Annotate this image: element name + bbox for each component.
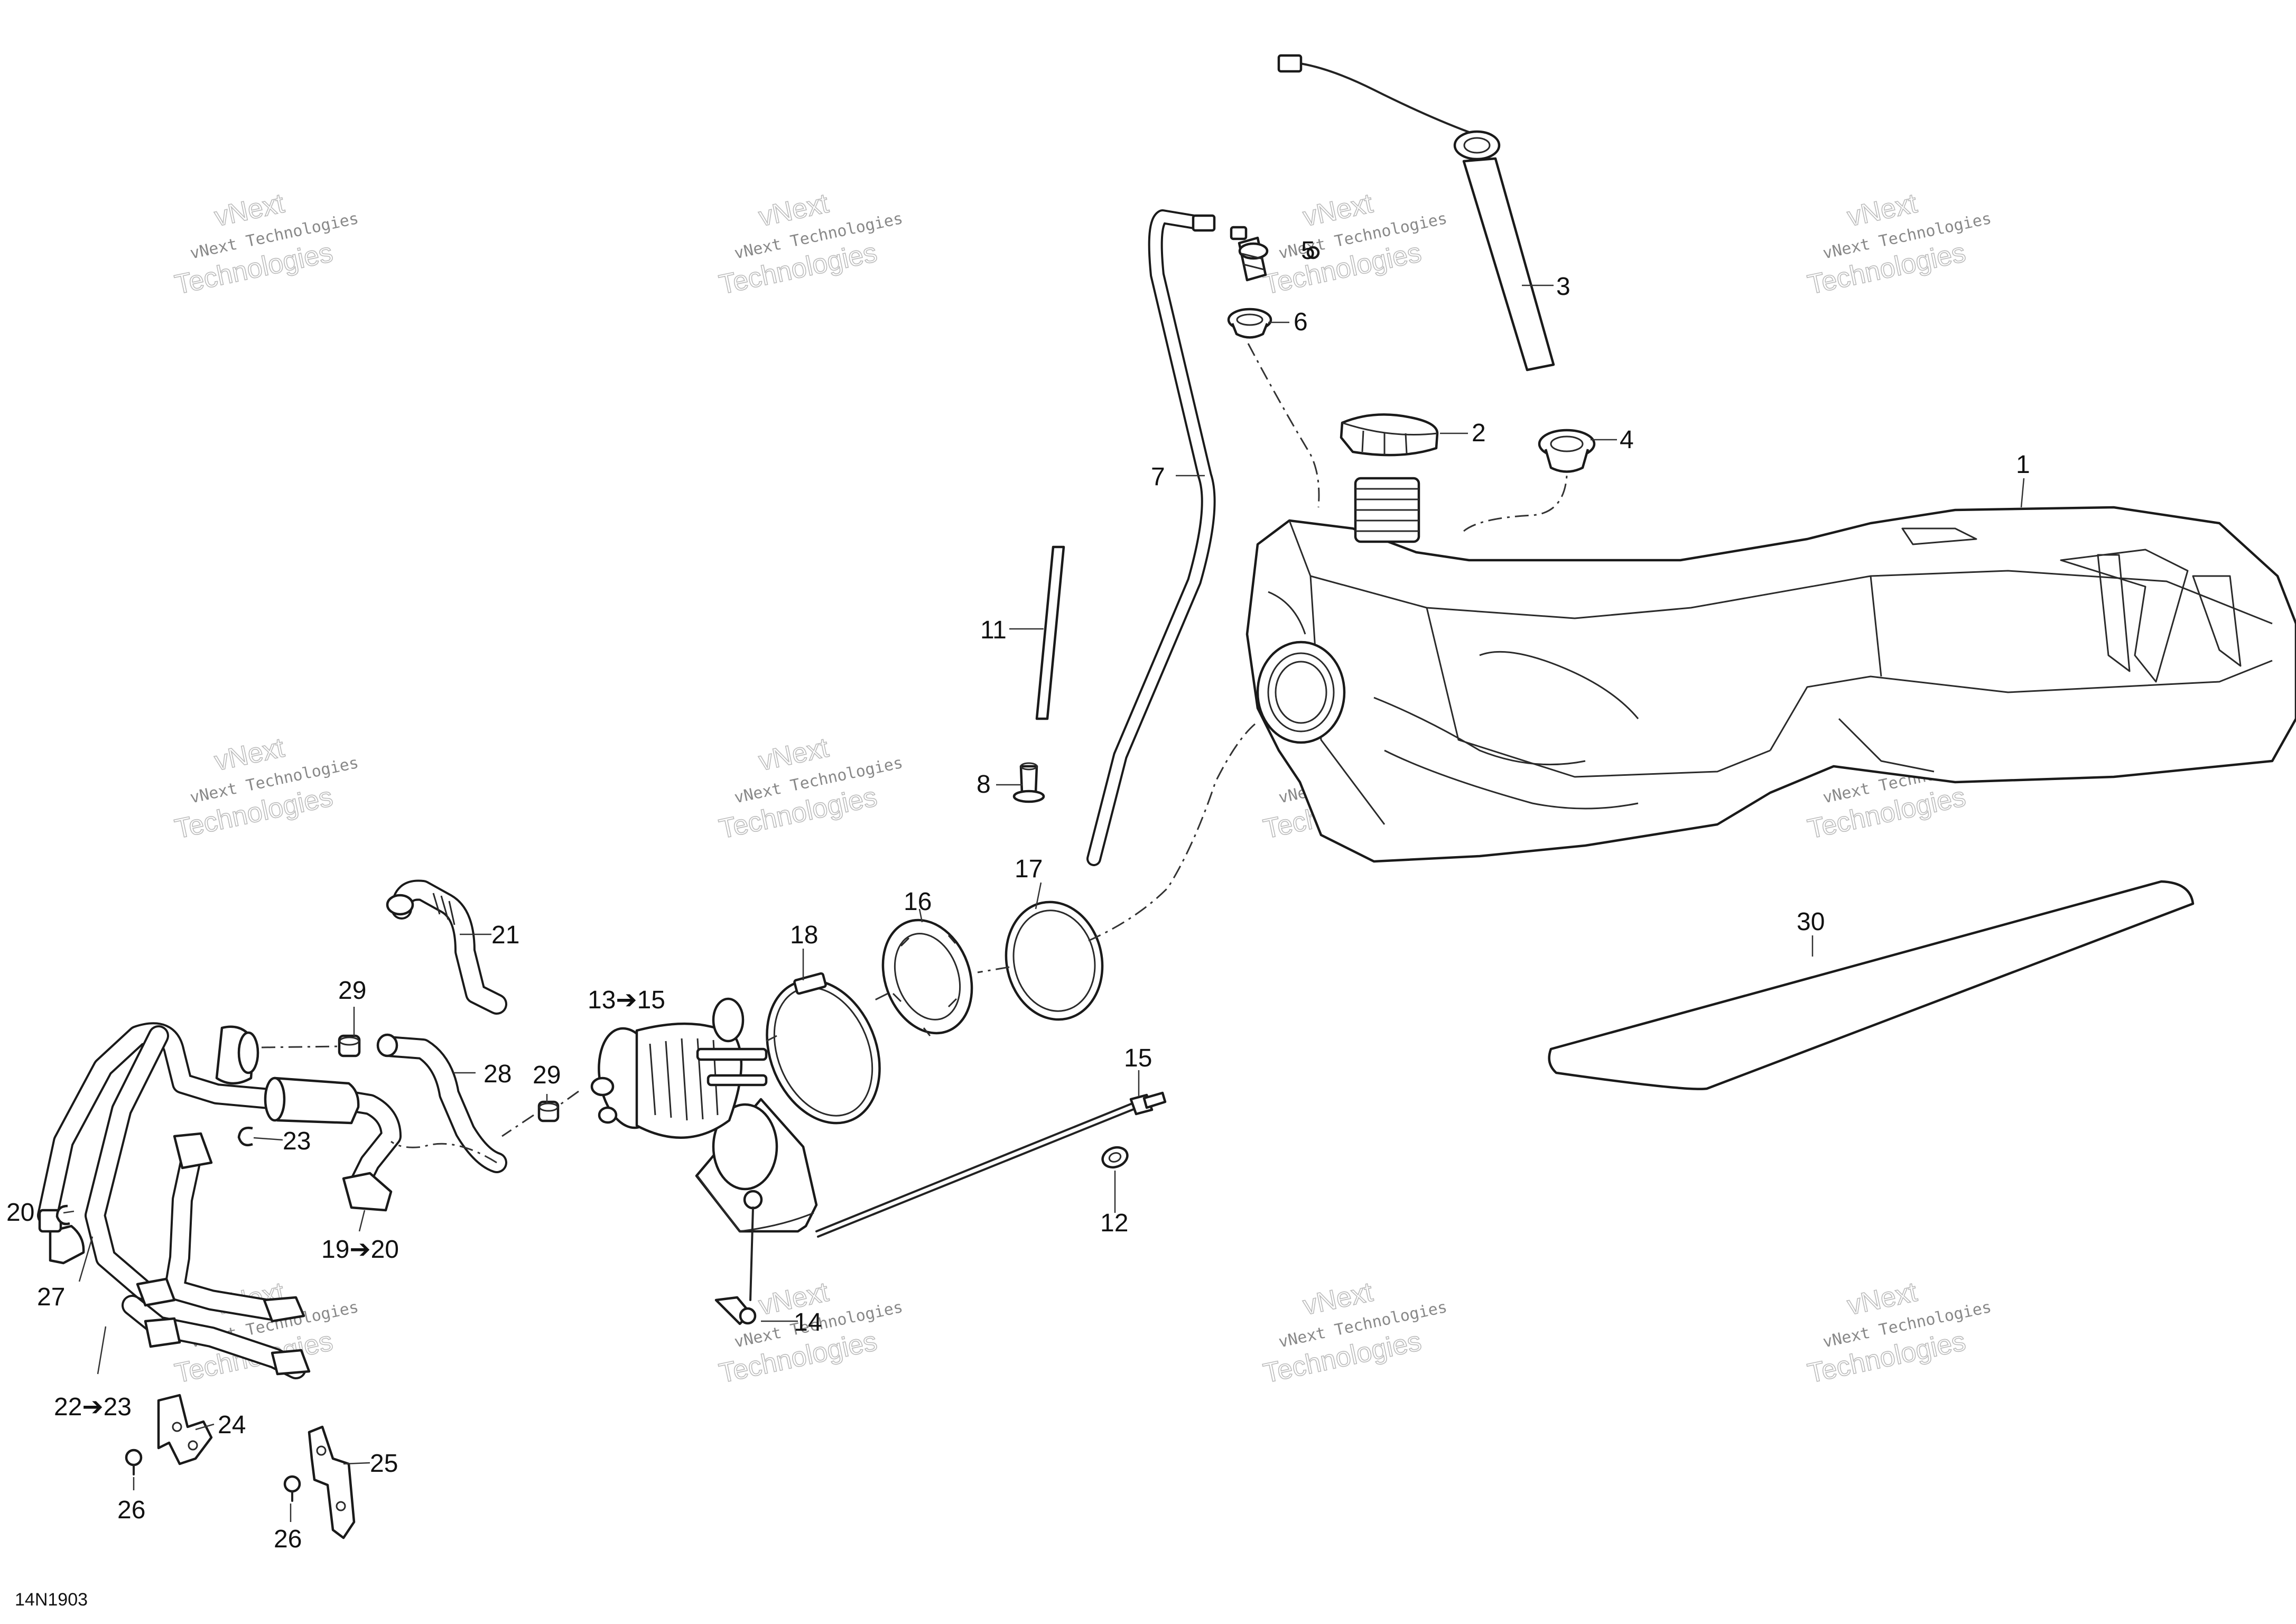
fitting [1012,762,1045,803]
callout-24: 24 [218,1411,246,1439]
callout-6: 6 [1294,308,1308,336]
callout-labels: 1 2 3 4 5 6 7 8 11 12 13➔15 14 15 16 17 … [6,237,2030,1553]
callout-30: 30 [1797,908,1825,936]
callout-29a: 29 [338,977,366,1005]
callout-20: 20 [6,1199,34,1227]
pump-rod [815,1091,1167,1238]
leader-lines [63,284,2025,1522]
callout-21: 21 [491,921,519,949]
callout-28: 28 [484,1060,512,1088]
callout-13-15: 13➔15 [588,986,665,1014]
spacer-washer [1101,1146,1129,1169]
sender-grommet [1538,429,1596,473]
callout-12: 12 [1100,1209,1128,1237]
callout-7: 7 [1151,463,1165,491]
callout-22-23: 22➔23 [54,1393,132,1421]
fuel-pump-module [590,997,818,1325]
callout-16: 16 [904,888,932,916]
callout-23: 23 [283,1127,311,1155]
mounting-bracket-25 [308,1425,356,1539]
callout-11: 11 [980,616,1007,644]
callout-3: 3 [1556,273,1570,301]
callout-27: 27 [37,1283,65,1311]
elbow-hose [386,879,507,1015]
pump-lock-ring [881,918,973,1036]
callout-26a: 26 [117,1496,145,1524]
callout-14: 14 [794,1309,822,1337]
assembly-centerlines [261,343,1568,1164]
rollover-valve [1230,226,1320,282]
fuel-level-sender [1277,54,1555,372]
hose-clamp [766,972,881,1125]
pump-o-ring [1005,901,1104,1021]
callout-18: 18 [790,921,818,949]
mounting-bracket-24 [157,1394,213,1465]
callout-15: 15 [1124,1044,1152,1072]
callout-29b: 29 [533,1061,561,1089]
screw [125,1449,301,1502]
fuel-tank [1245,477,2296,863]
vent-hose [1086,209,1216,866]
fuel-filter-assembly [37,1022,402,1379]
callout-1: 1 [2016,451,2030,479]
straight-hose [1035,545,1065,720]
spring-clip [55,1126,253,1226]
hose-clamp-small [338,1034,560,1122]
callout-2: 2 [1472,419,1486,447]
tank-pad [1548,880,2195,1090]
callout-25: 25 [370,1450,398,1478]
callout-4: 4 [1620,426,1634,454]
callout-8: 8 [977,771,991,799]
diagram-reference-code: 14N1903 [15,1590,88,1610]
callout-17: 17 [1015,855,1043,883]
callout-26b: 26 [274,1525,302,1553]
callout-19-20: 19➔20 [321,1236,399,1264]
callout-5: 5 [1301,237,1315,265]
filler-cap [1340,413,1439,457]
valve-grommet [1227,308,1272,339]
